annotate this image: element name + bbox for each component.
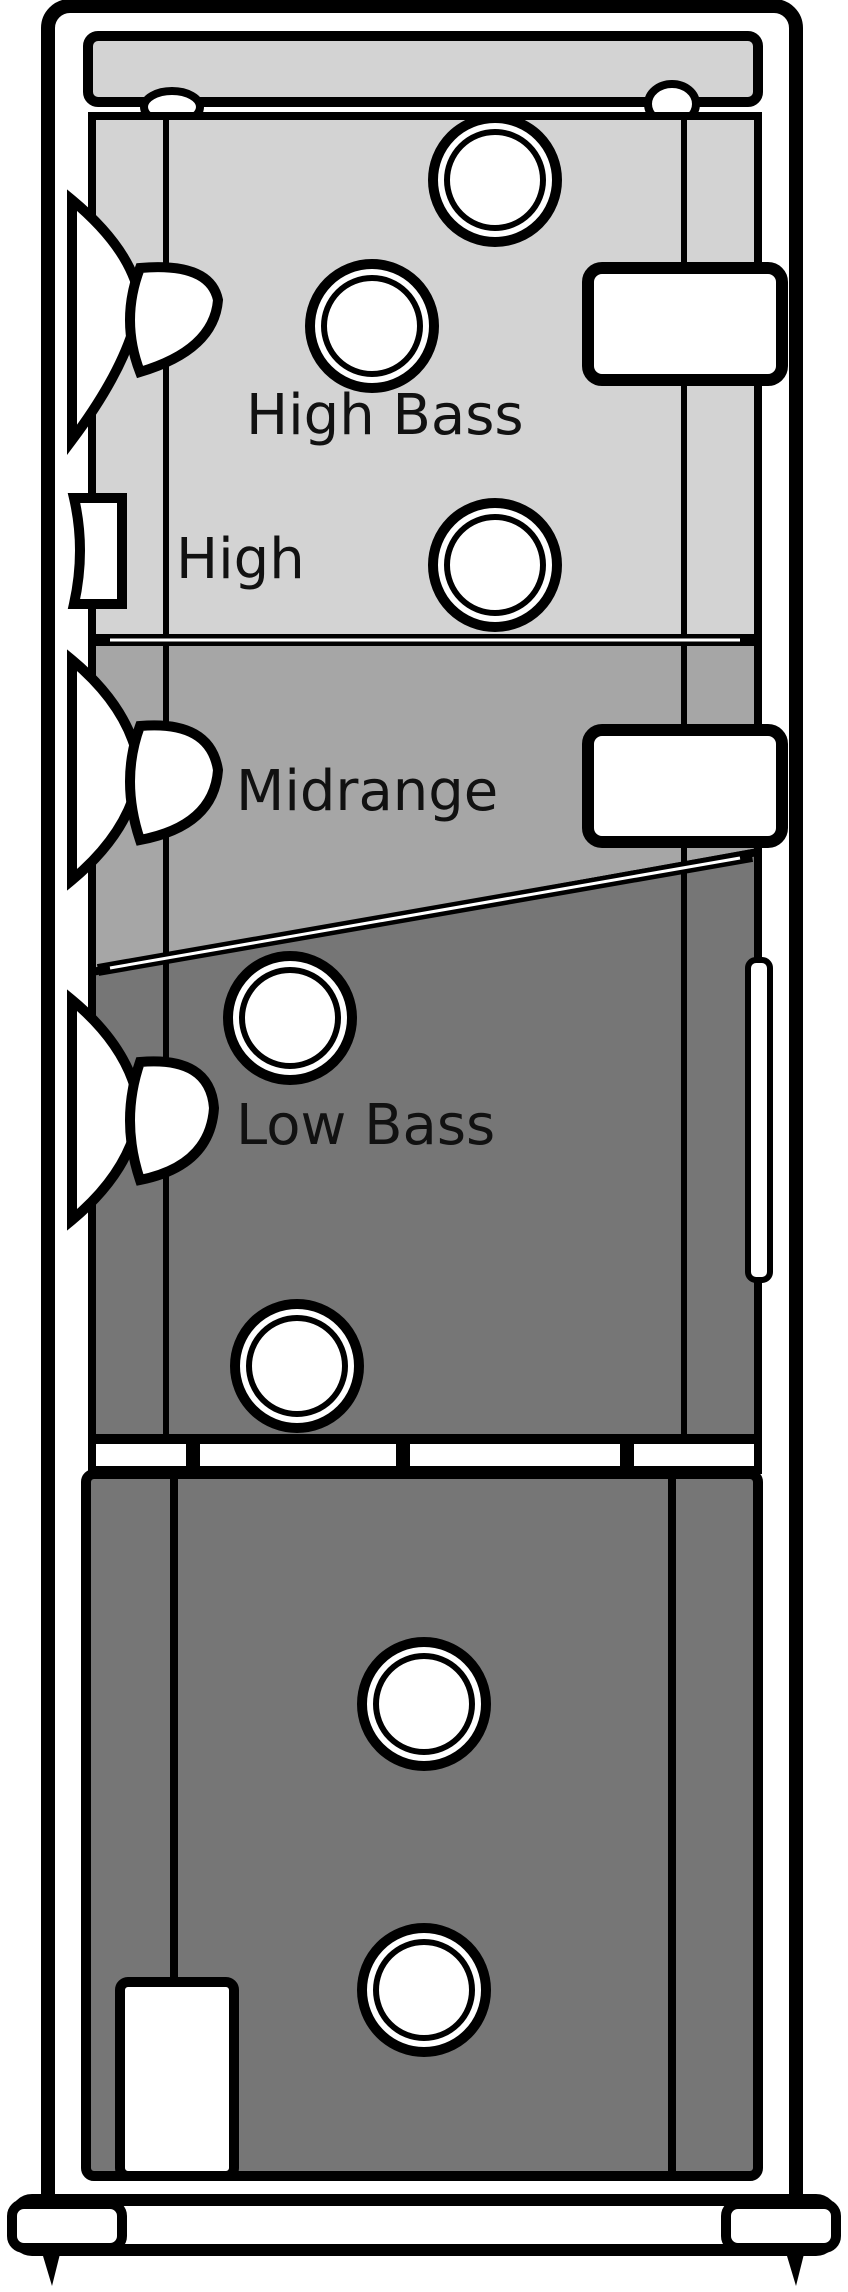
gap-brace-2 [396, 1436, 410, 1474]
port-circle-7 [357, 1923, 491, 2057]
side-port-upper [582, 262, 788, 386]
spike-left [40, 2246, 62, 2286]
gap-brace-1 [186, 1436, 200, 1474]
spike-right [784, 2246, 806, 2286]
port-circle-4 [223, 951, 357, 1085]
label-midrange: Midrange [236, 759, 498, 824]
label-low-bass: Low Bass [236, 1093, 495, 1158]
port-circle-1 [428, 113, 562, 247]
high-bass-driver-magnet [125, 262, 224, 379]
base-foot-left [7, 2199, 127, 2253]
label-high: High [176, 527, 305, 592]
low-bass-driver-magnet [125, 1056, 220, 1186]
chamber-gap [88, 1436, 762, 1474]
label-high-bass: High Bass [246, 383, 524, 448]
top-cap [83, 31, 763, 107]
port-circle-2 [305, 259, 439, 393]
port-circle-5 [230, 1299, 364, 1433]
base-foot-right [721, 2199, 841, 2253]
side-rail-low [745, 957, 773, 1283]
divider-mid-low-inner [109, 856, 741, 970]
base-plinth [10, 2194, 838, 2256]
side-port-middle [582, 724, 788, 848]
midrange-driver-magnet [125, 720, 224, 846]
port-circle-3 [428, 498, 562, 632]
tweeter-driver [67, 493, 127, 609]
port-circle-6 [357, 1637, 491, 1771]
gap-brace-3 [620, 1436, 634, 1474]
bottom-inner-box [115, 1977, 239, 2181]
